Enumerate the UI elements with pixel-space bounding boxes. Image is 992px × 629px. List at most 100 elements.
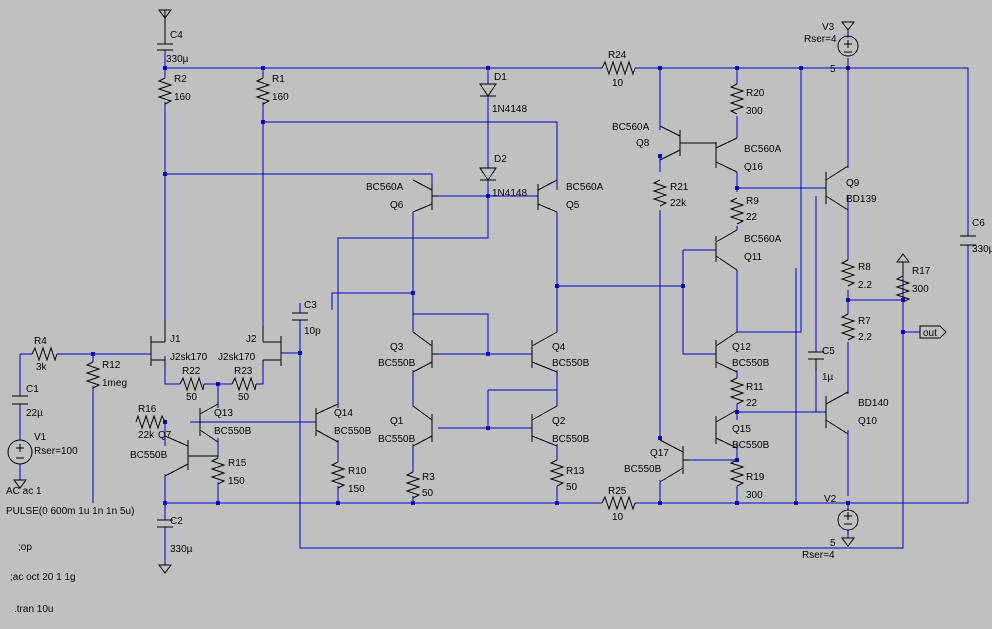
junction-dots: [91, 66, 905, 505]
label-r13-val: 50: [566, 482, 578, 493]
label-q9: Q9: [846, 178, 860, 189]
resistor-r15: [210, 457, 226, 485]
resistor-r24: [601, 60, 636, 76]
capacitor-c6: [960, 235, 976, 246]
label-q3: Q3: [390, 342, 404, 353]
resistor-r12: [85, 361, 101, 389]
label-j2-model: J2sk170: [218, 352, 256, 363]
transistor-q13: [199, 403, 219, 443]
label-q12-model: BC550B: [732, 358, 770, 369]
label-r23: R23: [234, 366, 253, 377]
label-q7-model: BC550B: [130, 450, 168, 461]
label-q16-model: BC560A: [744, 144, 782, 155]
label-v1: V1: [34, 432, 47, 443]
label-r2-val: 160: [174, 92, 191, 103]
resistor-r4: [31, 346, 58, 362]
label-r22-val: 50: [186, 392, 198, 403]
transistor-q4: [531, 331, 558, 373]
label-c3-val: 10p: [304, 326, 321, 337]
resistor-r1: [255, 77, 271, 105]
label-r22: R22: [182, 366, 201, 377]
resistor-r20: [729, 83, 745, 115]
resistor-r2: [157, 77, 173, 105]
label-v3: V3: [822, 22, 835, 33]
resistor-r9: [729, 197, 745, 225]
jfet-j2: [262, 326, 282, 366]
label-r8: R8: [858, 262, 871, 273]
label-q14: Q14: [334, 408, 353, 419]
source-v1: [7, 439, 33, 465]
label-r4: R4: [34, 336, 47, 347]
transistor-q6: [412, 179, 438, 213]
label-q5-model: BC560A: [566, 182, 604, 193]
label-r13: R13: [566, 466, 585, 477]
label-q2: Q2: [552, 416, 566, 427]
label-r15-val: 150: [228, 476, 245, 487]
label-j1-model: J2sk170: [170, 352, 208, 363]
transistor-q7: [164, 435, 218, 477]
directive-tran: .tran 10u: [14, 604, 53, 615]
label-q3-model: BC550B: [378, 358, 416, 369]
resistor-r25: [601, 495, 636, 511]
label-c1-val: 22µ: [26, 408, 43, 419]
label-d1-val: 1N4148: [492, 104, 527, 115]
label-q10: Q10: [858, 416, 877, 427]
label-q11-model: BC560A: [744, 234, 782, 245]
capacitor-c4: [157, 10, 173, 51]
label-q2-model: BC550B: [552, 434, 590, 445]
label-r15: R15: [228, 458, 247, 469]
label-r25-val: 10: [612, 512, 624, 523]
label-v1-rser: Rser=100: [34, 446, 78, 457]
capacitor-c2: [157, 519, 173, 528]
label-j1: J1: [170, 334, 181, 345]
label-q12: Q12: [732, 342, 751, 353]
label-r20-val: 300: [746, 106, 763, 117]
label-r1: R1: [272, 74, 285, 85]
transistor-q3: [412, 331, 438, 373]
label-r7: R7: [858, 316, 871, 327]
jfet-j1: [150, 320, 166, 366]
resistor-r11: [729, 377, 745, 405]
capacitor-c5: [808, 351, 824, 372]
transistor-q2: [531, 405, 558, 447]
label-r4-val: 3k: [36, 362, 48, 373]
label-q15-model: BC550B: [732, 440, 770, 451]
label-q17-model: BC550B: [624, 464, 662, 475]
label-r2: R2: [174, 74, 187, 85]
label-r19-val: 300: [746, 490, 763, 501]
label-r19: R19: [746, 472, 765, 483]
capacitor-c3: [292, 312, 308, 321]
label-q6-model: BC560A: [366, 182, 404, 193]
label-r3-val: 50: [422, 488, 434, 499]
capacitor-c1: [12, 395, 28, 405]
label-r16: R16: [138, 404, 157, 415]
source-v2: [837, 509, 859, 547]
label-c2-val: 330µ: [170, 544, 193, 555]
ground-symbols: [13, 9, 910, 574]
label-q16: Q16: [744, 162, 763, 173]
resistor-r19: [729, 459, 745, 487]
transistor-q9: [825, 165, 849, 211]
label-r16-val: 22k: [138, 430, 155, 441]
label-q10-model: BD140: [858, 398, 889, 409]
label-r9-val: 22: [746, 212, 758, 223]
label-c3: C3: [304, 300, 317, 311]
label-q8: Q8: [636, 138, 650, 149]
label-r17: R17: [912, 266, 931, 277]
label-q4-model: BC550B: [552, 358, 590, 369]
label-c2: C2: [170, 516, 183, 527]
label-q1-model: BC550B: [378, 434, 416, 445]
label-r24-val: 10: [612, 78, 624, 89]
label-q17: Q17: [650, 448, 669, 459]
label-out: out: [923, 328, 937, 339]
label-v1-pulse: PULSE(0 600m 1u 1n 1n 5u): [6, 506, 134, 517]
resistor-r16: [135, 414, 166, 430]
label-r11: R11: [746, 382, 764, 393]
resistor-r23: [231, 376, 257, 392]
label-q1: Q1: [390, 416, 404, 427]
label-r21: R21: [670, 182, 689, 193]
out-port[interactable]: [919, 325, 947, 339]
label-q6: Q6: [390, 200, 404, 211]
label-r17-val: 300: [912, 284, 929, 295]
